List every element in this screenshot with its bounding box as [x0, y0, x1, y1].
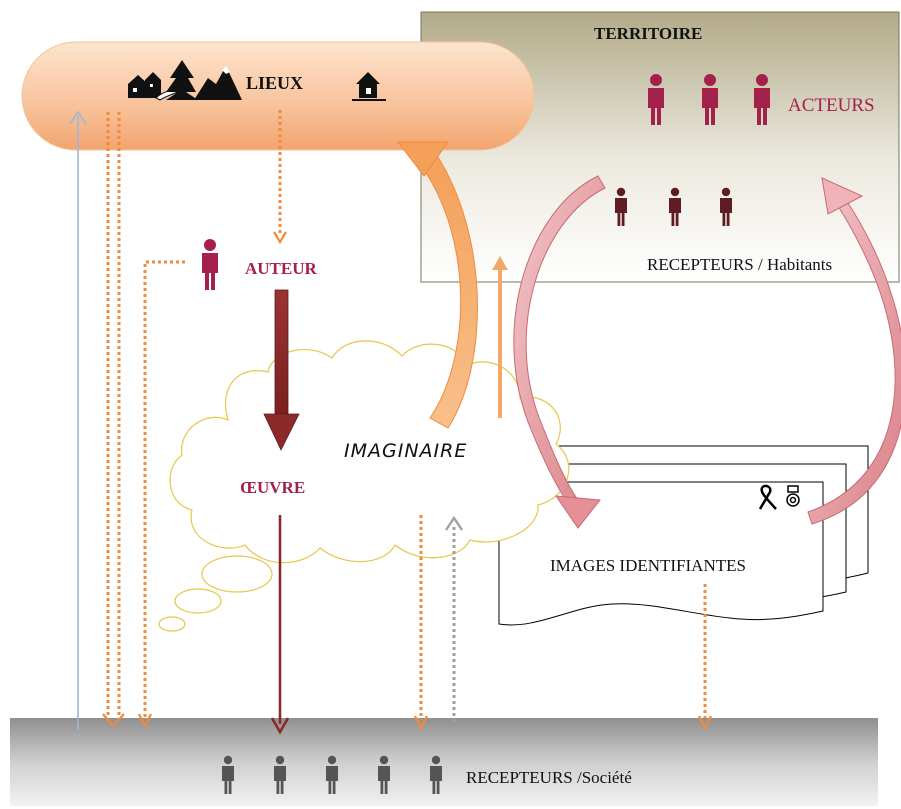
- blue-arrow: [69, 110, 87, 730]
- imaginaire-label: IMAGINAIRE: [344, 440, 468, 462]
- imaginaire-cloud: [158, 340, 570, 632]
- pink-arrow-territoire-images: [513, 175, 606, 529]
- images-identifiantes-label: IMAGES IDENTIFIANTES: [550, 556, 746, 575]
- societe-bar: [10, 718, 878, 806]
- oeuvre-societe-arrow: [270, 515, 290, 735]
- ribbon-icon: [758, 484, 777, 510]
- auteur-figure: [202, 239, 218, 290]
- tree-icon: [166, 60, 198, 100]
- acteurs-label: ACTEURS: [788, 95, 875, 116]
- orange-up-arrow: [492, 256, 508, 418]
- grey-dotted-arrow: [445, 515, 463, 722]
- auteur-label: AUTEUR: [245, 259, 317, 278]
- territoire-title: TERRITOIRE: [594, 24, 703, 43]
- lieux-label: LIEUX: [246, 73, 304, 93]
- mountain-icon: [194, 66, 242, 100]
- pink-arrow-images-territoire: [807, 177, 901, 525]
- oeuvre-label: ŒUVRE: [240, 478, 306, 497]
- recepteurs-habitants-label: RECEPTEURS / Habitants: [647, 255, 833, 274]
- auteur-oeuvre-arrow: [263, 289, 300, 451]
- dotted-arrow-auteur-societe: [143, 260, 185, 718]
- orange-curved-arrow: [396, 141, 478, 429]
- house-icon: [352, 72, 386, 101]
- lieux-pill: [21, 41, 535, 151]
- recepteurs-societe-label: RECEPTEURS /Société: [466, 768, 632, 787]
- medal-icon: [786, 485, 800, 507]
